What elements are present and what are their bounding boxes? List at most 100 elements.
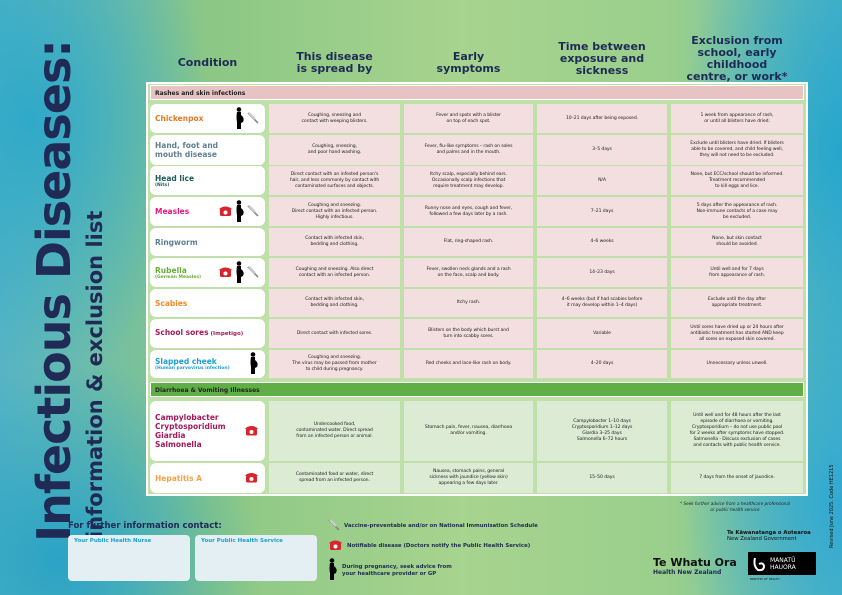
nz-government-logo: Te Kāwanatanga o Aotearoa New Zealand Go…: [727, 530, 811, 542]
cell-exclusion: 1 week from appearance of rash, or until…: [671, 104, 803, 133]
cell-time: Variable: [537, 319, 667, 348]
cell-exclusion: Exclude until the day after appropriate …: [671, 289, 803, 317]
pregnant-icon: [235, 199, 245, 224]
whatu-ora-name: Te Whatu Ora: [653, 556, 737, 569]
govt-sub: New Zealand Government: [727, 536, 797, 542]
pregnant-icon: [249, 352, 259, 376]
public-health-nurse-box[interactable]: Your Public Health Nurse: [68, 535, 190, 581]
cell-symptoms: Itchy scalp, especially behind ears. Occ…: [404, 166, 533, 195]
cell-exclusion: 7 days from the onset of jaundice.: [671, 463, 803, 493]
manatu-sub: MINISTRY OF HEALTH: [750, 577, 780, 581]
cell-exclusion: Exclude until blisters have dried. If bl…: [671, 135, 803, 165]
manatu-name: MANATŪ HAUORA: [770, 556, 796, 571]
condition-cell: School sores(Impetigo): [150, 319, 265, 348]
cell-spread: Coughing and sneezing. Also direct conta…: [269, 258, 400, 287]
cell-spread: Direct contact with an infested person's…: [269, 166, 400, 195]
koru-icon: [753, 557, 766, 571]
condition-name: Scabies: [155, 298, 188, 308]
condition-cell: Chickenpox: [150, 104, 265, 133]
whatu-ora-sub: Health New Zealand: [653, 569, 722, 576]
condition-subname: (Human parvovirus infection): [155, 366, 230, 371]
condition-icons: [218, 260, 259, 285]
condition-cell: Measles: [150, 197, 265, 226]
condition-name: Hand, foot and mouth disease: [155, 141, 219, 159]
syringe-icon: [247, 204, 259, 219]
condition-icons: [218, 199, 259, 224]
condition-icons: [235, 106, 259, 131]
cell-symptoms: Nausea, stomach pains, general sickness …: [404, 463, 533, 493]
syringe-icon: [328, 519, 340, 534]
condition-icons: [244, 472, 259, 485]
section-header: Diarrhoea & Vomiting Illnesses: [150, 382, 804, 397]
condition-name: Hepatitis A: [155, 473, 202, 483]
syringe-icon: [247, 265, 259, 280]
cell-exclusion: Until well and for 48 hours after the la…: [671, 401, 803, 461]
cell-exclusion: Unnecessary unless unwell.: [671, 350, 803, 378]
legend-text: Vaccine-preventable and/or on National I…: [344, 523, 538, 529]
condition-cell: Campylobacter Cryptosporidium Giardia Sa…: [150, 401, 265, 461]
condition-cell: Rubella(German Measles): [150, 258, 265, 287]
cell-time: N/A: [537, 166, 667, 195]
public-health-service-box[interactable]: Your Public Health Service: [195, 535, 317, 581]
cell-time: 4–6 weeks (but if had scabies before it …: [537, 289, 667, 317]
cell-spread: Coughing and sneezing. Direct contact wi…: [269, 197, 400, 226]
condition-name: Ringworm: [155, 237, 198, 247]
condition-cell: Head lice(Nits): [150, 166, 265, 195]
phone-icon: [244, 472, 259, 485]
service-label: Your Public Health Service: [201, 538, 283, 544]
col-header-symptoms: Early symptoms: [436, 50, 501, 75]
cell-symptoms: Stomach pain, fever, nausea, diarrhoea a…: [404, 401, 533, 461]
condition-subname: (Nits): [155, 182, 170, 188]
pregnant-icon: [328, 558, 338, 583]
title-sub: information & exclusion list: [83, 210, 107, 538]
condition-name: Campylobacter Cryptosporidium Giardia Sa…: [155, 413, 226, 449]
cell-spread: Contact with infected skin, bedding and …: [269, 228, 400, 256]
cell-spread: Undercooked food, contaminated water. Di…: [269, 401, 400, 461]
cell-symptoms: Red cheeks and lace-like rash on body.: [404, 350, 533, 378]
phone-icon: [218, 266, 233, 279]
condition-cell: Hand, foot and mouth disease: [150, 135, 265, 165]
pregnant-icon: [235, 260, 245, 285]
pregnant-icon: [235, 106, 245, 131]
cell-spread: Coughing and sneezing. The virus may be …: [269, 350, 400, 378]
cell-exclusion: Until well and for 7 days from appearanc…: [671, 258, 803, 287]
cell-time: 10–21 days after being exposed.: [537, 104, 667, 133]
poster-title: Infectious Diseases: information & exclu…: [27, 12, 107, 542]
legend-item: Vaccine-preventable and/or on National I…: [328, 519, 538, 534]
condition-name: Slapped cheek(Human parvovirus infection…: [155, 357, 230, 371]
cell-time: 14–23 days: [537, 258, 667, 287]
condition-name: Rubella(German Measles): [155, 265, 202, 280]
syringe-icon: [247, 111, 259, 126]
col-header-spread: This disease is spread by: [296, 50, 373, 75]
cell-time: 3–5 days: [537, 135, 667, 165]
contact-title: For further information contact:: [68, 521, 222, 531]
col-header-exclusion: Exclusion from school, early childhood c…: [686, 34, 788, 83]
govt-name: Te Kāwanatanga o Aotearoa: [727, 530, 811, 536]
cell-exclusion: Until sores have dried up or 24 hours af…: [671, 319, 803, 348]
footnote: * Seek further advice from a healthcare …: [679, 501, 791, 512]
col-header-condition: Condition: [177, 56, 238, 69]
nurse-label: Your Public Health Nurse: [74, 538, 152, 544]
cell-exclusion: None, but ECC/school should be informed.…: [671, 166, 803, 195]
legend: Vaccine-preventable and/or on National I…: [328, 519, 538, 588]
condition-icons: [249, 352, 259, 376]
cell-symptoms: Blisters on the body which burst and tur…: [404, 319, 533, 348]
cell-spread: Coughing, sneezing and contact with weep…: [269, 104, 400, 133]
cell-exclusion: 5 days after the appearance of rash. Non…: [671, 197, 803, 226]
condition-subname: (Impetigo): [210, 331, 244, 337]
manatu-hauora-logo: MANATŪ HAUORA: [748, 552, 816, 575]
title-main: Infectious Diseases:: [27, 40, 81, 542]
section-header: Rashes and skin infections: [150, 85, 804, 100]
phone-icon: [244, 425, 259, 438]
cell-time: 15–50 days: [537, 463, 667, 493]
condition-name: School sores(Impetigo): [155, 328, 244, 337]
condition-subname: (German Measles): [155, 274, 202, 280]
revised-code: Revised June 2025. Code HE1215: [829, 464, 835, 548]
condition-cell: Scabies: [150, 289, 265, 317]
cell-time: 7–21 days: [537, 197, 667, 226]
legend-item: During pregnancy, seek advice from your …: [328, 558, 538, 583]
legend-text: During pregnancy, seek advice from your …: [342, 563, 452, 577]
cell-time: Campylobacter 1–10 days Cryptosporidium …: [537, 401, 667, 461]
te-whatu-ora-logo: Te Whatu Ora Health New Zealand: [653, 556, 737, 576]
phone-icon: [218, 205, 233, 218]
